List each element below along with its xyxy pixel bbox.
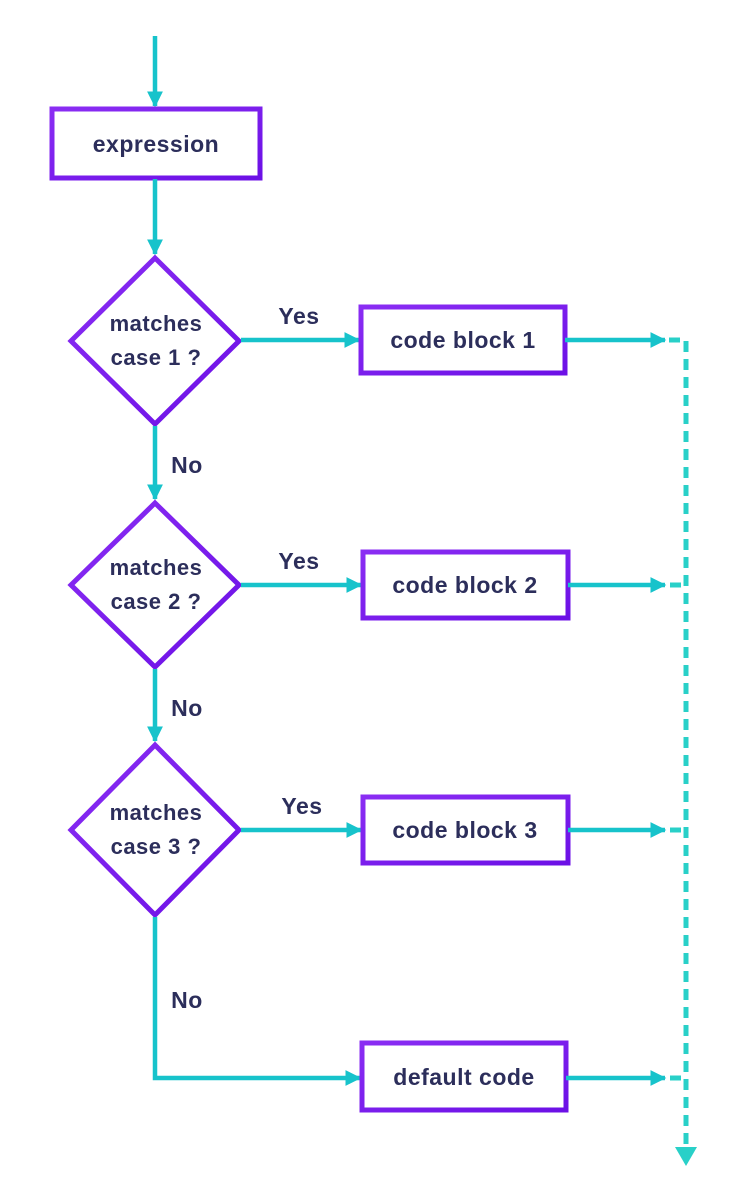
decision3-line1: matches [110, 800, 203, 825]
no1-label: No [171, 452, 203, 478]
down-arrowhead-icon [675, 1147, 697, 1166]
decision2-line1: matches [110, 555, 203, 580]
code-block2-label: code block 2 [392, 572, 537, 598]
merge-rail-dashed-line [669, 337, 689, 1144]
expression-node [49, 106, 263, 181]
default-code-label: default code [393, 1064, 534, 1090]
yes2-label: Yes [278, 548, 319, 574]
code-block3-label: code block 3 [392, 817, 537, 843]
decision1-line2: case 1 ? [111, 345, 202, 370]
expression-label: expression [93, 131, 219, 157]
code-block1-label: code block 1 [390, 327, 535, 353]
no3-label: No [171, 987, 203, 1013]
decision1-node [67, 254, 243, 428]
yes3-label: Yes [281, 793, 322, 819]
no2-label: No [171, 695, 203, 721]
yes1-label: Yes [278, 303, 319, 329]
decision2-node [67, 499, 243, 671]
decision3-line2: case 3 ? [111, 834, 202, 859]
decision1-line1: matches [110, 311, 203, 336]
edge-decision3-no [152, 917, 362, 1086]
decision3-node [67, 741, 243, 919]
decision2-line2: case 2 ? [111, 589, 202, 614]
